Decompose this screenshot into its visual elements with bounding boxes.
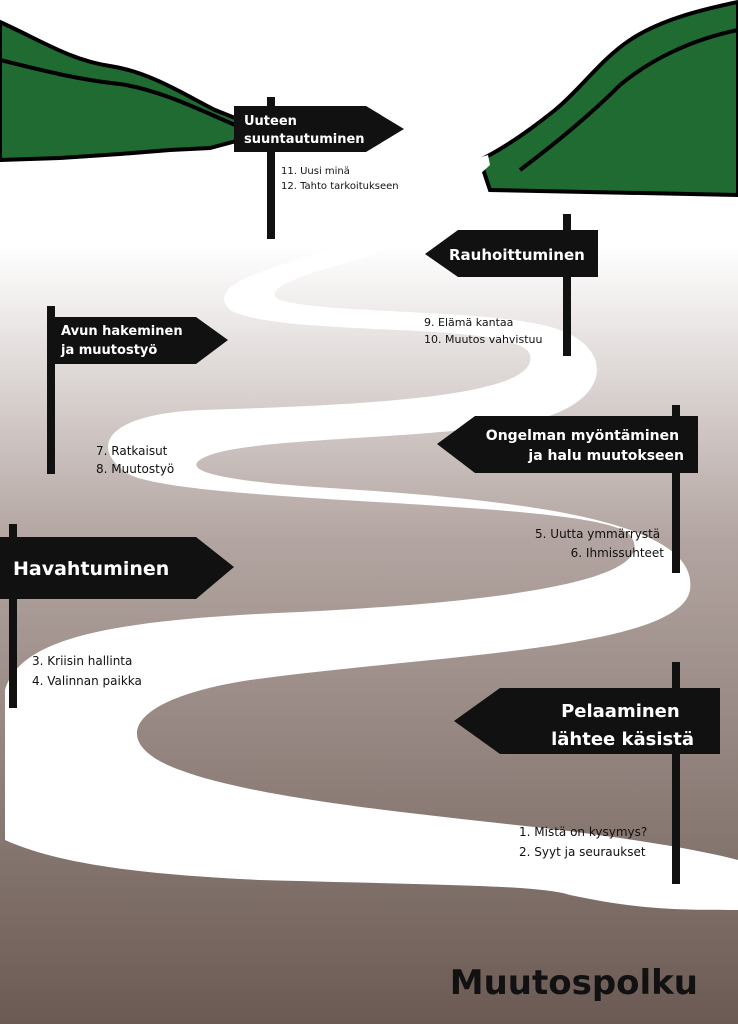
- left-hill: [0, 19, 242, 163]
- sign-board: [425, 230, 598, 277]
- page-title: Muutospolku: [450, 963, 698, 1003]
- sign-board: [47, 317, 228, 364]
- sign-title: Havahtuminen: [13, 558, 169, 580]
- sign-board: [234, 106, 404, 152]
- winding-path: [5, 155, 738, 910]
- sign-pelaaminen: Pelaaminen lähtee käsistä 1. Mistä on ky…: [454, 662, 720, 884]
- sign-title: Ongelman myöntäminen ja halu muutokseen: [486, 428, 684, 464]
- sign-title: Avun hakeminen ja muutostyö: [60, 324, 187, 358]
- sign-steps: 3. Kriisin hallinta 4. Valinnan paikka: [32, 654, 142, 688]
- sign-uuteen: Uuteen suuntautuminen 11. Uusi minä 12. …: [234, 97, 404, 239]
- sign-rauhoittuminen: Rauhoittuminen 9. Elämä kantaa 10. Muuto…: [424, 214, 598, 356]
- sign-title: Pelaaminen lähtee käsistä: [551, 701, 694, 750]
- signpost: [9, 524, 17, 708]
- sign-title: Rauhoittuminen: [449, 246, 585, 264]
- sign-ongelman-myontaminen: Ongelman myöntäminen ja halu muutokseen …: [437, 405, 698, 573]
- signpost: [563, 214, 571, 356]
- signpost: [672, 662, 680, 884]
- signpost: [47, 306, 55, 474]
- sign-steps: 7. Ratkaisut 8. Muutostyö: [96, 444, 174, 476]
- sign-steps: 5. Uutta ymmärrystä 6. Ihmissuhteet: [535, 527, 664, 560]
- sign-board: [0, 537, 234, 599]
- signpost: [672, 405, 680, 573]
- sign-board: [454, 688, 720, 754]
- sign-steps: 11. Uusi minä 12. Tahto tarkoitukseen: [281, 166, 399, 192]
- signpost: [267, 97, 275, 239]
- sign-havahtuminen: Havahtuminen 3. Kriisin hallinta 4. Vali…: [0, 524, 234, 708]
- sign-steps: 1. Mistä on kysymys? 2. Syyt ja seurauks…: [519, 825, 651, 859]
- sign-avun-hakeminen: Avun hakeminen ja muutostyö 7. Ratkaisut…: [47, 306, 228, 476]
- sign-title: Uuteen suuntautuminen: [244, 114, 365, 147]
- right-hill: [477, 0, 738, 198]
- sign-steps: 9. Elämä kantaa 10. Muutos vahvistuu: [424, 316, 542, 346]
- sign-board: [437, 416, 698, 473]
